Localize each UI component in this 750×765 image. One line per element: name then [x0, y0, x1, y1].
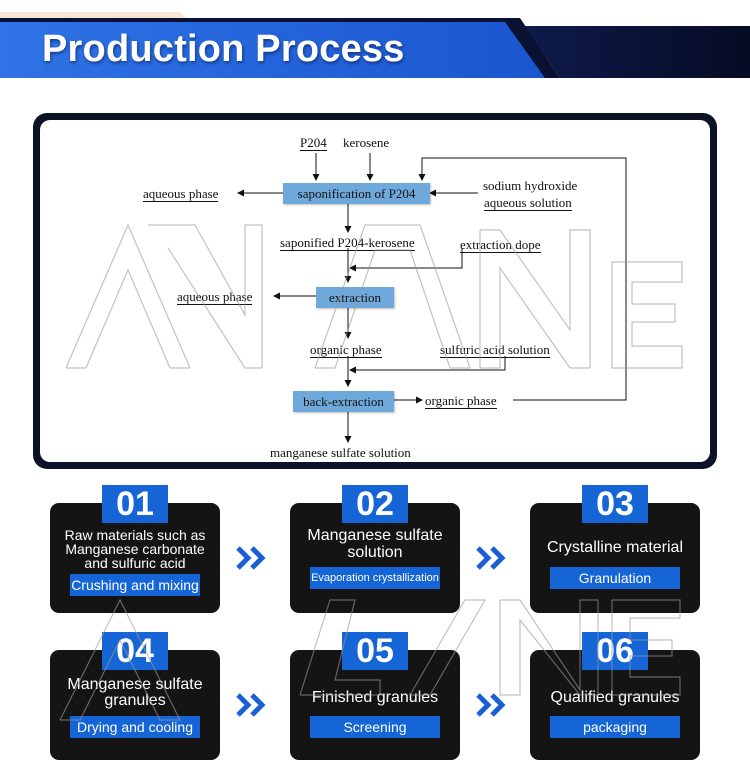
step-action-badge: Evaporation crystallization — [310, 567, 440, 589]
double-chevron-right-icon — [476, 693, 506, 717]
step-action-badge: Screening — [310, 716, 440, 738]
organic-phase-label-1: organic phase — [310, 342, 382, 358]
sulfuric-acid-label: sulfuric acid solution — [440, 342, 550, 358]
double-chevron-right-icon — [236, 546, 266, 570]
aqueous-phase-label-1: aqueous phase — [143, 186, 219, 202]
step-title-line: Manganese sulfate — [307, 527, 443, 544]
step-title-line: and sulfuric acid — [84, 555, 186, 571]
aqueous-phase-label-2: aqueous phase — [177, 289, 253, 305]
saponification-node: saponification of P204 — [283, 183, 430, 204]
extraction-node: extraction — [316, 287, 394, 308]
step-number-badge: 04 — [102, 632, 168, 670]
step-title-line: Finished granules — [311, 689, 439, 706]
step-number-badge: 05 — [342, 632, 408, 670]
kerosene-label: kerosene — [343, 135, 390, 150]
step-title-line: granules — [104, 692, 166, 709]
header-background — [0, 12, 750, 78]
back-extraction-node: back-extraction — [293, 391, 394, 412]
step-number-badge: 03 — [582, 485, 648, 523]
flow-diagram: P204 kerosene saponification of P204 aqu… — [40, 120, 710, 462]
p204-label: P204 — [300, 135, 327, 151]
step-title-line: Qualified granules — [550, 689, 680, 706]
organic-phase-label-2: organic phase — [425, 393, 497, 409]
step-title-line: Manganese carbonate — [65, 541, 205, 557]
double-chevron-right-icon — [476, 546, 506, 570]
double-chevron-right-icon — [236, 693, 266, 717]
step-number-badge: 02 — [342, 485, 408, 523]
step-title-line: Crystalline material — [546, 539, 684, 556]
step-action-badge: Granulation — [550, 567, 680, 589]
saponified-label: saponified P204-kerosene — [280, 235, 415, 251]
step-number-badge: 01 — [102, 485, 168, 523]
step-title-line: Manganese sulfate — [67, 676, 203, 693]
step-number-badge: 06 — [582, 632, 648, 670]
manganese-sulfate-solution-label: manganese sulfate solution — [270, 445, 411, 460]
sodium-hydroxide-label: sodium hydroxide — [483, 178, 578, 193]
step-action-badge: packaging — [550, 716, 680, 738]
step-action-badge: Drying and cooling — [70, 716, 200, 738]
step-title-line: Raw materials such as — [64, 527, 206, 543]
flow-diagram-panel: P204 kerosene saponification of P204 aqu… — [33, 113, 717, 469]
step-title-line: solution — [347, 544, 403, 561]
aqueous-solution-label: aqueous solution — [484, 195, 572, 211]
header-banner: Production Process — [0, 0, 750, 92]
page-title: Production Process — [42, 28, 405, 70]
extraction-dope-label: extraction dope — [460, 237, 541, 253]
step-action-badge: Crushing and mixing — [70, 574, 200, 596]
